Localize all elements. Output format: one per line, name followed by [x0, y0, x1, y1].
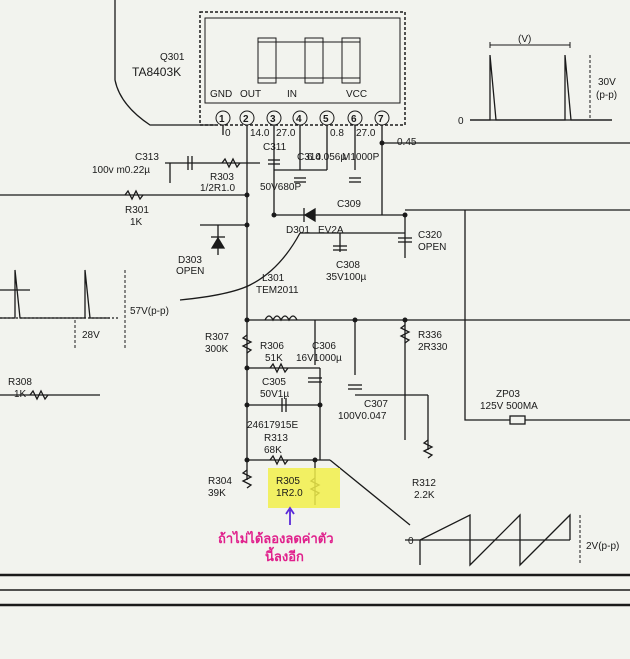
d301-ref: D301	[286, 225, 310, 236]
r301-ref: R301	[125, 205, 149, 216]
pin-voltage-5: 0.8	[330, 128, 344, 139]
d303-value: OPEN	[176, 266, 204, 277]
top-zero: 0	[458, 116, 464, 127]
pin-number-4: 4	[296, 114, 302, 125]
r312-ref: R312	[412, 478, 436, 489]
c305-value: 50V1µ	[260, 389, 289, 400]
waveform-bottom: 0 2V(p-p)	[408, 513, 619, 567]
junctions	[244, 140, 408, 463]
zp03-ref: ZP03	[496, 389, 520, 400]
pin-name-in: IN	[287, 89, 297, 100]
c313-ref: C313	[135, 152, 159, 163]
d301-value: EV2A	[318, 225, 344, 236]
pin-voltage-3: 27.0	[276, 128, 296, 139]
component-symbols	[29, 156, 526, 497]
c307-value: 100V0.047	[338, 411, 387, 422]
r308-ref: R308	[8, 377, 32, 388]
waveform-top: (V) 30V (p-p) 0	[458, 34, 617, 127]
ic-part: TA8403K	[132, 65, 181, 79]
top-amplitude: 30V	[598, 77, 616, 88]
r303-ref: R303	[210, 172, 234, 183]
r303-value: 1/2R1.0	[200, 183, 235, 194]
annotation-arrow	[285, 506, 295, 525]
c314-value: 6.0.056µ	[307, 152, 346, 163]
pin-number-7: 7	[378, 114, 384, 125]
c309-value: M1000P	[342, 152, 380, 163]
r307-value: 300K	[205, 344, 229, 355]
top-period: (V)	[518, 34, 531, 45]
r306-value: 51K	[265, 353, 283, 364]
c306-ref: C306	[312, 341, 336, 352]
annotation-line-1: ถ้าไม่ได้ลองลดค่าตัว	[218, 530, 334, 546]
c314-ref: C314	[297, 152, 321, 163]
pin-name-out: OUT	[240, 89, 261, 100]
c308-value: 35V100µ	[326, 272, 366, 283]
bottom-amplitude: 2V(p-p)	[586, 541, 619, 552]
pin-voltage-1: 0	[225, 128, 231, 139]
wires	[0, 0, 630, 607]
r307-ref: R307	[205, 332, 229, 343]
annotation-line-2: นี้ลงอีก	[265, 546, 304, 564]
pin-name-vcc: VCC	[346, 89, 367, 100]
r304-value: 39K	[208, 488, 226, 499]
l301-value: TEM2011	[256, 285, 299, 296]
r336-value: 2R330	[418, 342, 448, 353]
c308-ref: C308	[336, 260, 360, 271]
r312-value: 2.2K	[414, 490, 435, 501]
bottom-zero: 0	[408, 536, 414, 547]
c313-value: 100v m0.22µ	[92, 165, 150, 176]
ic-q301: Q301 TA8403K GND OUT IN VCC	[132, 11, 406, 126]
labels: C313 100v m0.22µ R303 1/2R1.0 R301 1K C3…	[8, 142, 538, 501]
c311-ref: C311	[263, 142, 287, 153]
r305-value: 1R2.0	[276, 488, 303, 499]
pin-number-1: 1	[219, 114, 225, 125]
r306-ref: R306	[260, 341, 284, 352]
pin-number-3: 3	[270, 114, 276, 125]
left-amplitude: 57V(p-p)	[130, 306, 169, 317]
r313-value: 68K	[264, 445, 282, 456]
c306-value: 16V1000µ	[296, 353, 342, 364]
pin-number-2: 2	[243, 114, 249, 125]
ic-ref: Q301	[160, 52, 185, 63]
r336-ref: R336	[418, 330, 442, 341]
pin-number-6: 6	[351, 114, 357, 125]
pin-voltage-2: 14.0	[250, 128, 270, 139]
r301-value: 1K	[130, 217, 143, 228]
c320-ref: C320	[418, 230, 442, 241]
c311-value: 50V680P	[260, 182, 301, 193]
r304-ref: R304	[208, 476, 232, 487]
c305-ref: C305	[262, 377, 286, 388]
c320-value: OPEN	[418, 242, 446, 253]
left-level: 28V	[82, 330, 100, 341]
r305-ref: R305	[276, 476, 300, 487]
pin-number-5: 5	[323, 114, 329, 125]
r308-value: 1K	[14, 389, 27, 400]
zp03-value: 125V 500MA	[480, 401, 538, 412]
c307-ref: C307	[364, 399, 388, 410]
ic-pins: 1 2 3 4 5 6 7 0 14.0 27.0 0.8 27.0 0.45	[215, 110, 417, 148]
pin-voltage-6: 27.0	[356, 128, 376, 139]
c309-ref: C309	[337, 199, 361, 210]
r305-highlight	[268, 468, 340, 508]
pin-voltage-7: 0.45	[397, 137, 417, 148]
part-code: 24617915E	[247, 420, 298, 431]
top-amplitude-unit: (p-p)	[596, 90, 617, 101]
l301-ref: L301	[262, 273, 285, 284]
waveform-left: 57V(p-p) 28V	[0, 269, 169, 350]
r313-ref: R313	[264, 433, 288, 444]
d303-ref: D303	[178, 255, 202, 266]
pin-name-gnd: GND	[210, 89, 232, 100]
